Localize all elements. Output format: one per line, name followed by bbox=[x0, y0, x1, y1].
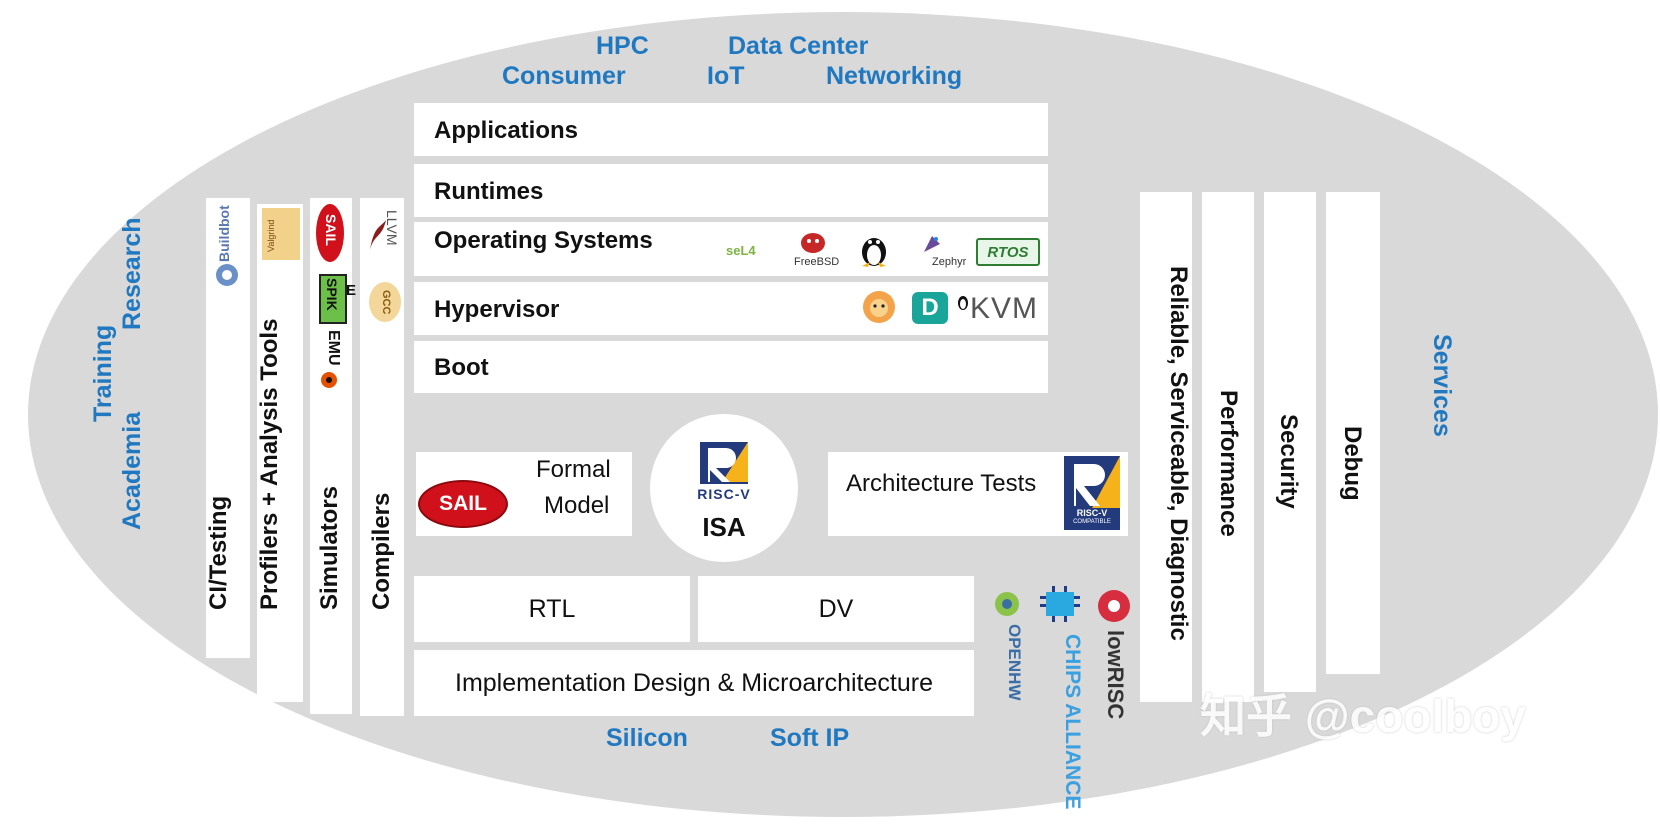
dv-box: DV bbox=[698, 576, 974, 642]
layer-label: Runtimes bbox=[434, 178, 544, 205]
layer-label: Boot bbox=[434, 354, 489, 381]
formal-label: Formal bbox=[536, 456, 611, 483]
column-label-ci-testing: CI/Testing bbox=[205, 495, 232, 610]
qemu-icon bbox=[318, 370, 340, 390]
label-training: Training bbox=[89, 324, 117, 422]
layer-label: Operating Systems bbox=[434, 227, 653, 254]
column-compilers bbox=[360, 198, 404, 716]
market-networking: Networking bbox=[826, 62, 963, 90]
isa-circle: RISC-V ISA bbox=[650, 414, 798, 562]
sail-small-wordmark: SAIL bbox=[323, 214, 339, 246]
sel4-logo: seL4 bbox=[726, 243, 756, 258]
rtos-logo: RTOS bbox=[976, 238, 1040, 266]
layer-applications: Applications bbox=[414, 103, 1048, 156]
spike-logo bbox=[319, 274, 347, 324]
lowrisc-logo: lowRISC bbox=[1103, 630, 1128, 720]
valgrind-wordmark: Valgrind bbox=[266, 219, 276, 252]
small-e-mark: E bbox=[346, 282, 357, 299]
riscv-isa-wordmark: RISC-V bbox=[697, 486, 751, 502]
column-label-profilers: Profilers + Analysis Tools bbox=[256, 318, 283, 610]
layer-operating-systems: Operating Systems seL4 FreeBSD Zephyr RT… bbox=[414, 222, 1048, 276]
xvisor-lion-icon bbox=[858, 286, 900, 328]
column-debug bbox=[1326, 192, 1380, 674]
layer-label: Applications bbox=[434, 117, 579, 144]
riscv-isa-logo bbox=[700, 442, 748, 484]
hypervisor-d-logo: D bbox=[912, 292, 948, 324]
buildbot-wordmark: Buildbot bbox=[216, 205, 232, 262]
llvm-dragon-icon bbox=[366, 214, 390, 254]
freebsd-logo bbox=[796, 232, 830, 254]
model-label: Model bbox=[544, 492, 610, 519]
valgrind-logo bbox=[262, 208, 300, 260]
lowrisc-icon bbox=[1096, 588, 1132, 624]
column-label-rsd: Reliable, Serviceable, Diagnostic bbox=[1165, 266, 1192, 641]
label-academia: Academia bbox=[118, 411, 146, 530]
market-hpc: HPC bbox=[596, 32, 649, 60]
qemu-wordmark: EMU bbox=[325, 330, 342, 366]
architecture-tests-label: Architecture Tests bbox=[846, 470, 1037, 497]
spike-wordmark: SPIK bbox=[324, 278, 340, 311]
formal-model-box: SAIL Formal Model bbox=[416, 452, 632, 536]
zephyr-wordmark: Zephyr bbox=[932, 256, 967, 268]
chips-alliance-icon bbox=[1036, 584, 1084, 624]
badge-main: RISC-V bbox=[1076, 508, 1108, 518]
openhw-logo: OPENHW bbox=[1005, 624, 1024, 701]
llvm-wordmark: LLVM bbox=[384, 210, 400, 246]
layer-boot: Boot bbox=[414, 341, 1048, 393]
riscv-compatible-badge: RISC-V COMPATIBLE bbox=[1064, 456, 1120, 530]
openhw-icon bbox=[990, 590, 1024, 618]
implementation-box: Implementation Design & Microarchitectur… bbox=[414, 650, 974, 716]
isa-label: ISA bbox=[702, 512, 746, 542]
column-security bbox=[1264, 192, 1316, 692]
kvm-logo: KVM bbox=[970, 292, 1039, 325]
column-label-performance: Performance bbox=[1215, 390, 1242, 537]
market-data-center: Data Center bbox=[728, 32, 869, 60]
watermark: 知乎 @coolboy bbox=[1200, 690, 1526, 742]
label-services: Services bbox=[1428, 334, 1456, 437]
layer-label: Hypervisor bbox=[434, 296, 560, 323]
linux-penguin-icon bbox=[854, 232, 894, 268]
column-performance bbox=[1202, 192, 1254, 702]
chips-alliance-logo: CHIPS ALLIANCE bbox=[1061, 634, 1084, 810]
column-profilers bbox=[257, 204, 303, 702]
freebsd-wordmark: FreeBSD bbox=[794, 256, 840, 268]
rtl-box: RTL bbox=[414, 576, 690, 642]
gcc-wordmark: GCC bbox=[380, 290, 392, 315]
sail-logo-small bbox=[316, 204, 344, 262]
column-label-simulators: Simulators bbox=[316, 485, 343, 610]
gcc-logo bbox=[369, 282, 401, 322]
market-iot: IoT bbox=[707, 62, 745, 90]
column-label-debug: Debug bbox=[1339, 426, 1366, 501]
zephyr-icon bbox=[922, 234, 942, 254]
market-consumer: Consumer bbox=[502, 62, 626, 90]
column-label-security: Security bbox=[1275, 414, 1302, 509]
badge-sub: COMPATIBLE bbox=[1073, 519, 1111, 525]
label-research: Research bbox=[118, 217, 146, 330]
column-rsd bbox=[1140, 192, 1192, 702]
layer-runtimes: Runtimes bbox=[414, 164, 1048, 217]
layer-hypervisor: Hypervisor D KVM bbox=[414, 282, 1048, 335]
column-label-compilers: Compilers bbox=[368, 492, 395, 610]
buildbot-icon bbox=[214, 262, 240, 288]
kvm-penguin-icon bbox=[956, 294, 970, 310]
architecture-tests-box: Architecture Tests RISC-V COMPATIBLE bbox=[828, 452, 1128, 536]
label-silicon: Silicon bbox=[606, 724, 688, 752]
label-soft-ip: Soft IP bbox=[770, 724, 850, 752]
sail-logo: SAIL bbox=[418, 480, 508, 528]
